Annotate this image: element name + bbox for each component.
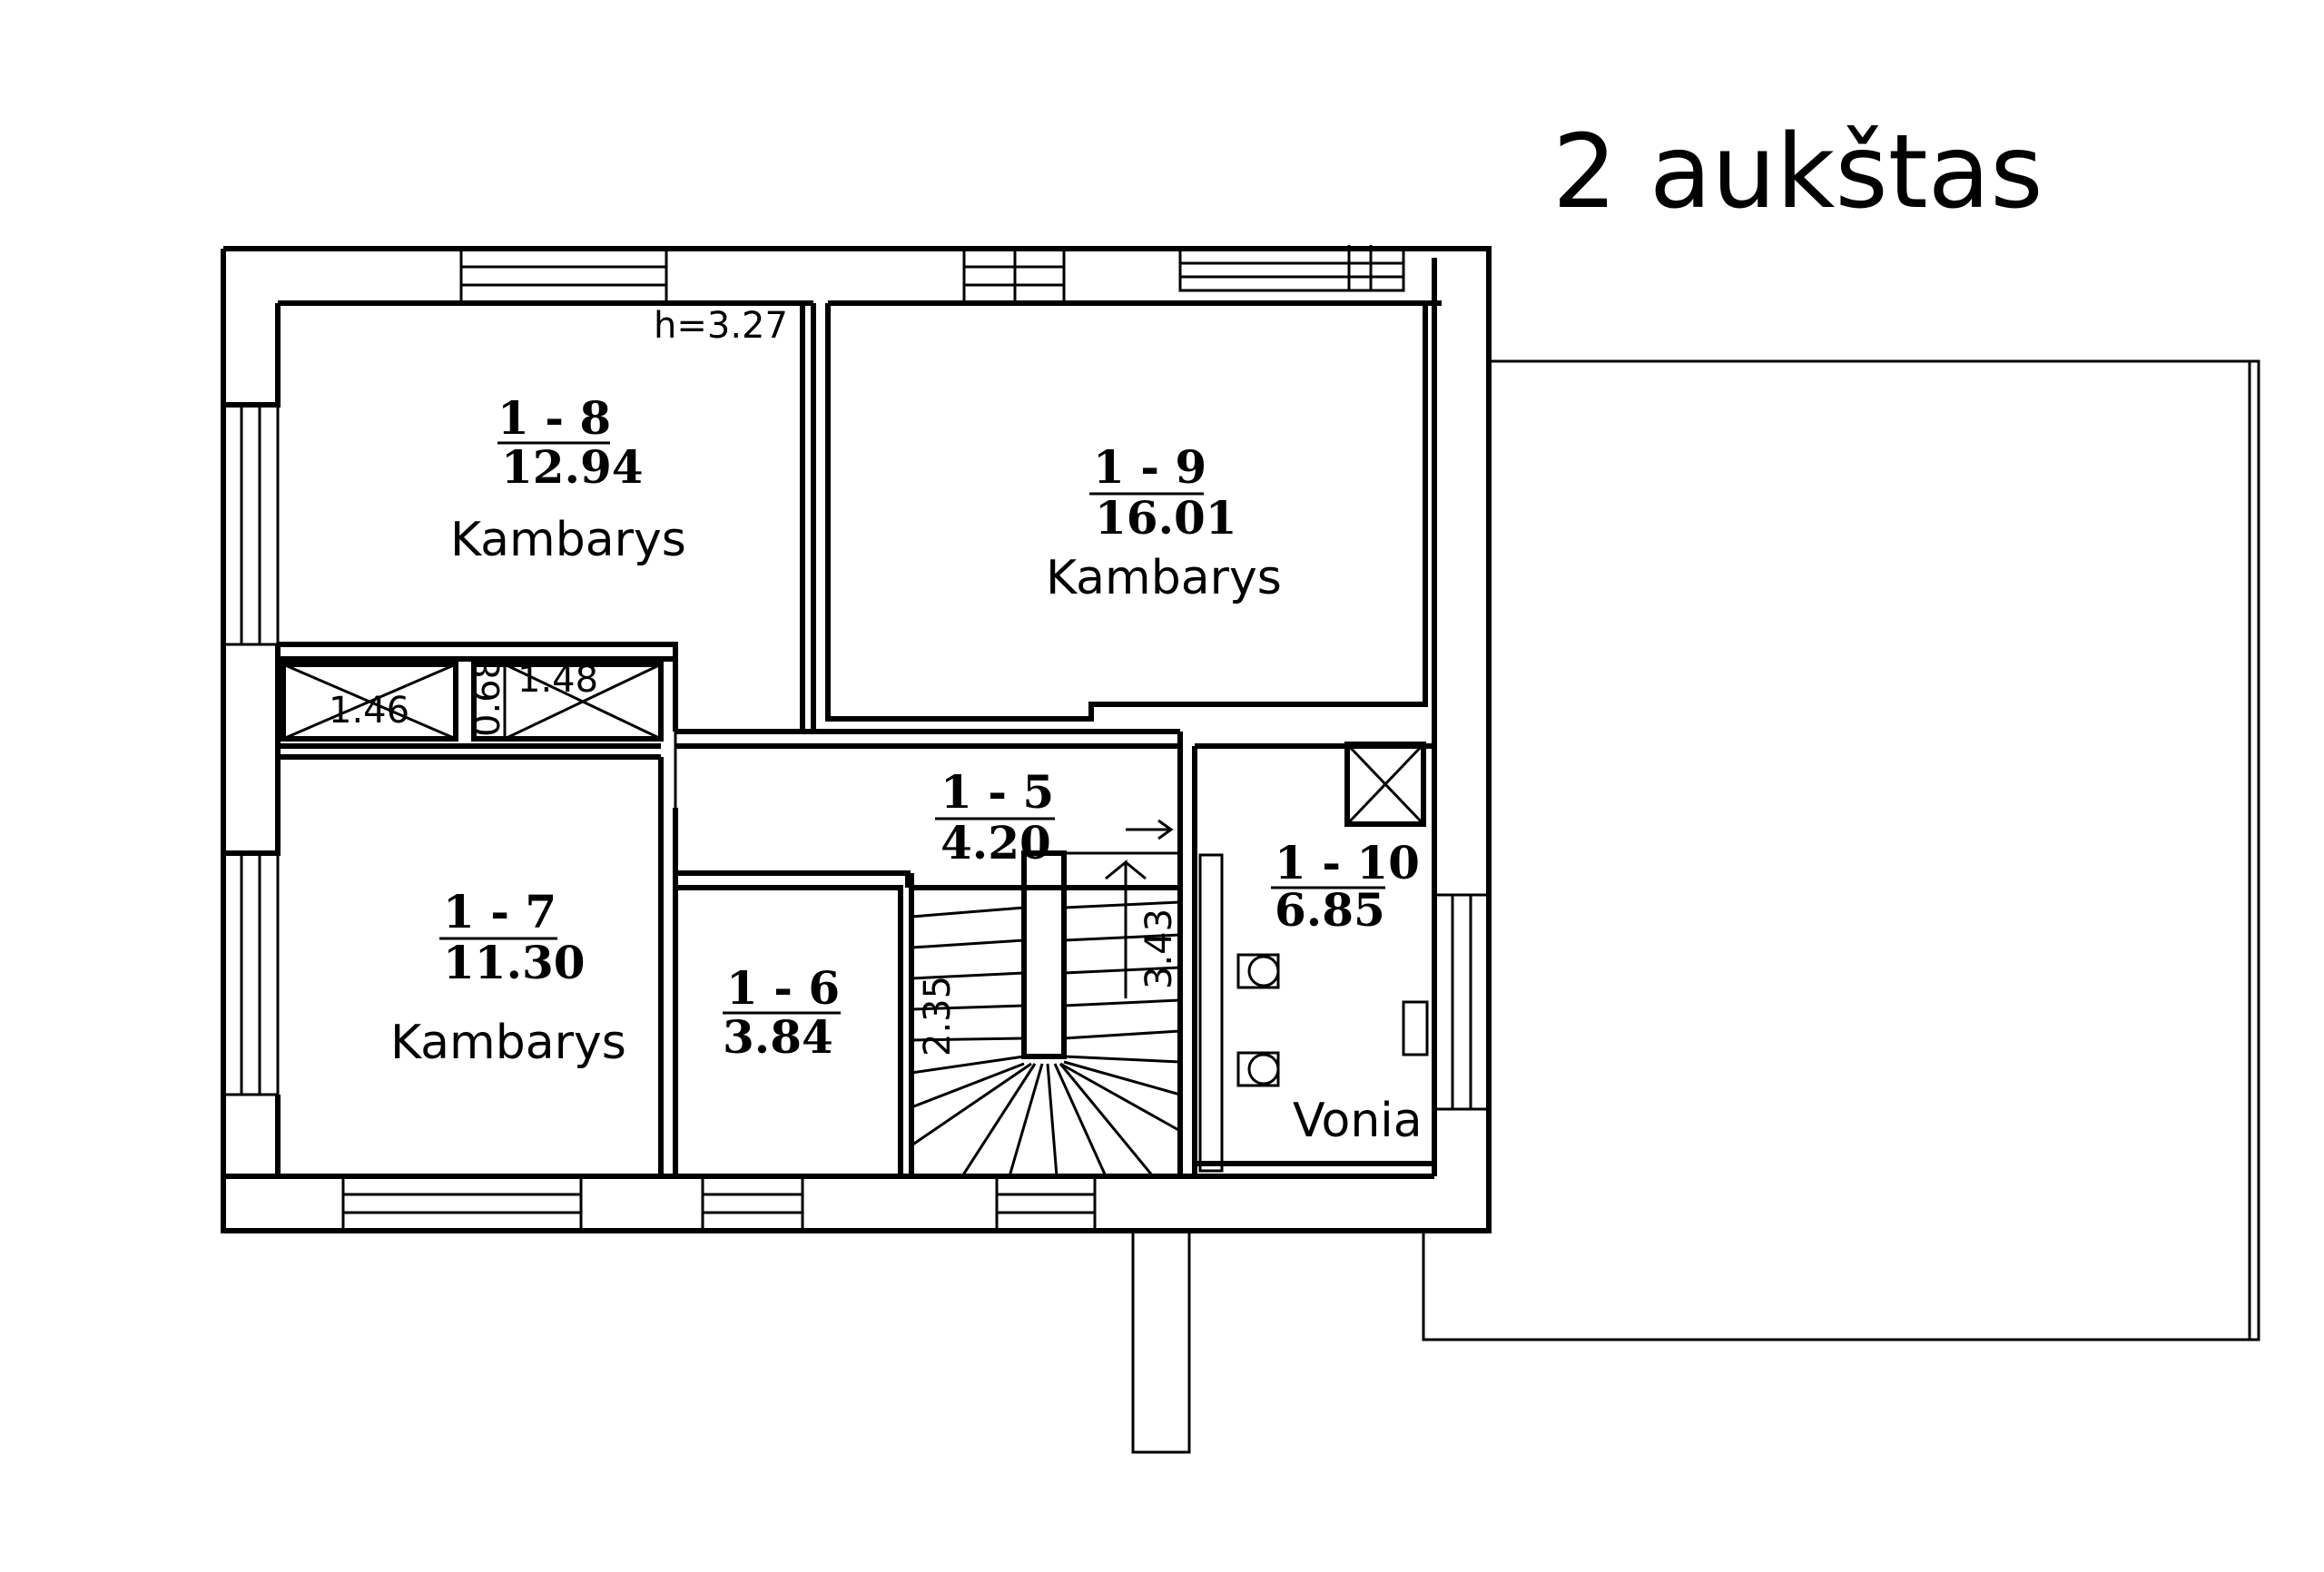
closet-2-area: 1.48 (517, 659, 598, 701)
stair-dim-right: 3.43 (1138, 909, 1180, 989)
room-id: 1 - 9 (1093, 440, 1206, 494)
room-area: 6.85 (1275, 883, 1385, 937)
room-id: 1 - 5 (940, 765, 1054, 819)
room-1-7-label: 1 - 7 11.30 Kambarys (390, 885, 626, 1070)
stair-dim-left: 2.35 (917, 976, 959, 1056)
closet-1-area: 1.46 (329, 690, 409, 732)
closet-2-width: 0.68 (467, 656, 508, 737)
room-area: 4.20 (940, 816, 1051, 870)
floor-title: 2 aukštas (1552, 113, 2043, 231)
radiator-icon (1402, 1000, 1429, 1056)
entrance-porch (1131, 1231, 1191, 1454)
closet-1 (281, 662, 458, 742)
closet-2 (471, 662, 664, 742)
room-name: Kambarys (390, 1016, 626, 1070)
ceiling-height: h=3.27 (654, 305, 788, 347)
room-1-6-label: 1 - 6 3.84 (723, 961, 841, 1064)
annex-outline (1422, 359, 2260, 1341)
room-id: 1 - 7 (443, 885, 556, 938)
room-name: Kambarys (1046, 551, 1282, 605)
room-name: Kambarys (450, 513, 686, 567)
room-area: 3.84 (723, 1010, 833, 1064)
sink-icon (1236, 953, 1280, 989)
windows (222, 245, 1491, 1233)
door-arrow-icon (1126, 819, 1174, 840)
room-1-9-label: 1 - 9 16.01 Kambarys (1046, 440, 1282, 605)
room-area: 12.94 (501, 440, 644, 494)
toilet-icon (1236, 1051, 1280, 1087)
room-1-8-label: 1 - 8 12.94 Kambarys (450, 391, 686, 567)
room-id: 1 - 10 (1275, 836, 1420, 889)
room-id: 1 - 8 (497, 391, 611, 445)
ventilation-shaft (1344, 742, 1426, 827)
room-area: 11.30 (443, 936, 586, 989)
room-1-5-label: 1 - 5 4.20 (935, 765, 1055, 870)
room-1-10-label: 1 - 10 6.85 Vonia (1271, 836, 1423, 1148)
staircase (909, 850, 1183, 1179)
room-area: 16.01 (1095, 491, 1237, 545)
room-name: Vonia (1293, 1094, 1423, 1148)
room-id: 1 - 6 (726, 961, 840, 1015)
